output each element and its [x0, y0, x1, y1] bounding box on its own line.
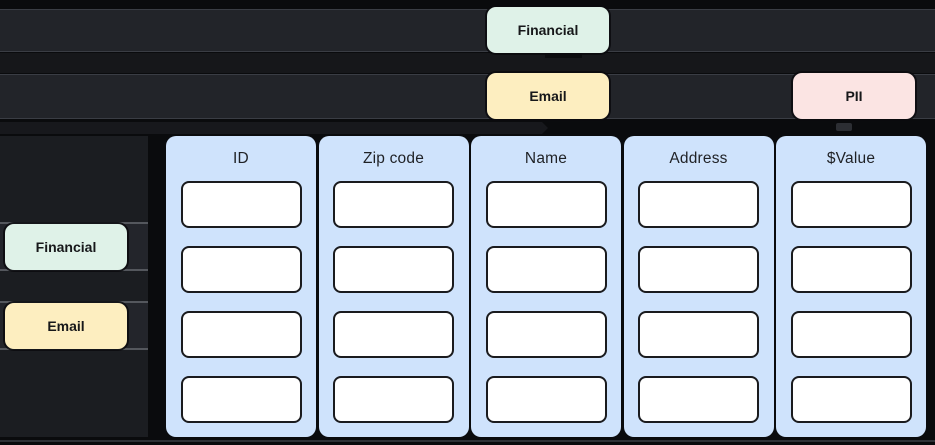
table-cell	[485, 246, 607, 293]
column-header: Zip code	[362, 149, 425, 167]
table-cell	[180, 376, 302, 423]
table-cell	[180, 246, 302, 293]
table-cell	[790, 181, 912, 228]
table-column[interactable]: Address	[623, 136, 774, 437]
data-table: ID Zip code Name Address $Value	[166, 136, 926, 437]
bottom-divider	[0, 440, 935, 442]
connector-band	[0, 122, 548, 134]
column-cells	[471, 181, 621, 423]
table-cell	[638, 181, 759, 228]
connector-stub-financial	[545, 52, 582, 58]
table-cell	[333, 376, 454, 423]
table-cell	[790, 311, 912, 358]
table-cell	[333, 246, 454, 293]
table-cell	[485, 181, 607, 228]
tag-financial-top[interactable]: Financial	[487, 7, 609, 53]
column-header: Address	[669, 149, 728, 167]
tag-email-top[interactable]: Email	[487, 73, 609, 119]
table-cell	[333, 181, 454, 228]
column-header: ID	[233, 149, 249, 167]
table-column[interactable]: $Value	[776, 136, 926, 437]
table-column[interactable]: Name	[471, 136, 621, 437]
tag-pii-top[interactable]: PII	[793, 73, 915, 119]
tags-panel	[0, 136, 148, 437]
table-cell	[790, 246, 912, 293]
connector-stub-pii	[836, 123, 852, 131]
column-header: $Value	[826, 149, 876, 167]
table-column[interactable]: ID	[166, 136, 316, 437]
table-cell	[333, 311, 454, 358]
table-cell	[180, 311, 302, 358]
top-lane-1	[0, 9, 935, 52]
top-lane-2	[0, 74, 935, 119]
tag-email-left[interactable]: Email	[5, 303, 127, 349]
column-cells	[776, 181, 926, 423]
lane-gap	[0, 53, 935, 73]
tag-financial-left[interactable]: Financial	[5, 224, 127, 270]
table-cell	[638, 376, 759, 423]
table-cell	[485, 376, 607, 423]
column-header: Name	[524, 149, 568, 167]
column-cells	[319, 181, 469, 423]
table-cell	[790, 376, 912, 423]
table-cell	[638, 311, 759, 358]
table-cell	[485, 311, 607, 358]
column-cells	[624, 181, 774, 423]
column-cells	[166, 181, 316, 423]
table-cell	[638, 246, 759, 293]
table-cell	[180, 181, 302, 228]
table-column[interactable]: Zip code	[318, 136, 469, 437]
